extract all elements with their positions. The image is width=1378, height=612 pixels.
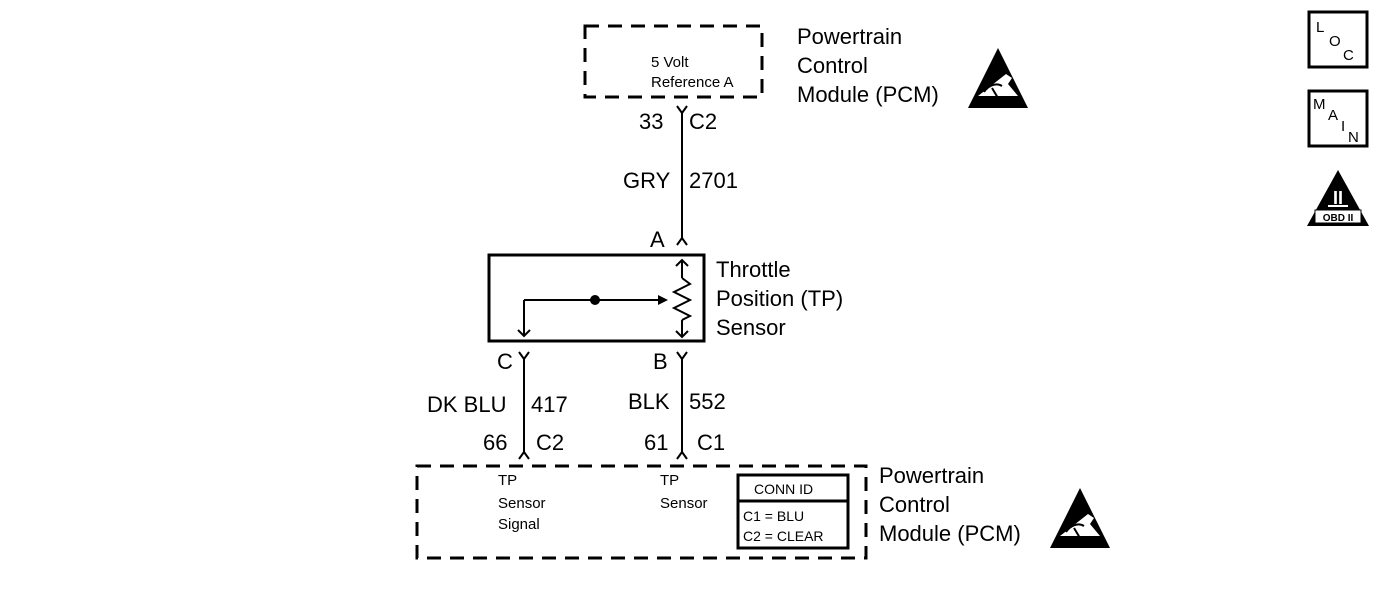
pcm-top-title-1: Powertrain [797, 24, 902, 49]
pcm-bottom-title-1: Powertrain [879, 463, 984, 488]
tp-pin-c: C [497, 349, 513, 374]
pcm-top-title-2: Control [797, 53, 868, 78]
signal-label-3: Signal [498, 516, 540, 533]
loc-letter-o: O [1329, 33, 1341, 50]
tp-pin-b: B [653, 349, 668, 374]
signal-label-2: Sensor [498, 495, 546, 512]
pcm-top-connector: C2 [689, 109, 717, 134]
pcm-bottom-title-2: Control [879, 492, 950, 517]
tp-title-3: Sensor [716, 315, 786, 340]
pcm-bottom: TP Sensor Signal TP Sensor CONN ID C1 = … [415, 463, 1021, 560]
connector-top: 33 C2 GRY 2701 A [623, 105, 738, 252]
ground-label-2: Sensor [660, 495, 708, 512]
conn-id-header: CONN ID [754, 481, 813, 497]
ground-label-1: TP [660, 472, 679, 489]
pcm-top-inner-label-1: 5 Volt [651, 54, 689, 71]
wire-ref-circuit: 2701 [689, 168, 738, 193]
tp-sensor: Throttle Position (TP) Sensor [487, 253, 843, 343]
obd-ii-icon[interactable]: II OBD II [1307, 170, 1369, 226]
main-letter-m: M [1313, 96, 1326, 113]
pcm-top: 5 Volt Reference A Powertrain Control Mo… [583, 24, 939, 107]
conn-id-c2: C2 = CLEAR [743, 528, 824, 544]
esd-warning-icon [968, 48, 1028, 108]
tp-title-1: Throttle [716, 257, 791, 282]
wire-signal-circuit: 417 [531, 392, 568, 417]
tp-title-2: Position (TP) [716, 286, 843, 311]
loc-icon[interactable]: L O C [1307, 10, 1369, 69]
main-letter-a: A [1328, 107, 1338, 124]
wire-signal-pin: 66 [483, 430, 507, 455]
obd-numeral: II [1333, 188, 1343, 208]
conn-id-table: CONN ID C1 = BLU C2 = CLEAR [736, 473, 850, 550]
pcm-top-box [583, 24, 764, 99]
wire-ground-color: BLK [628, 389, 670, 414]
loc-letter-l: L [1316, 19, 1324, 36]
tp-sensor-box [487, 253, 706, 343]
esd-warning-icon [1050, 488, 1110, 548]
obd-label: OBD II [1323, 213, 1354, 224]
pcm-top-title-3: Module (PCM) [797, 82, 939, 107]
pcm-top-pin: 33 [639, 109, 663, 134]
wire-signal: C DK BLU 417 66 C2 [427, 349, 568, 460]
wire-ground-circuit: 552 [689, 389, 726, 414]
wire-ground-pin: 61 [644, 430, 668, 455]
wire-signal-connector: C2 [536, 430, 564, 455]
wire-ground: B BLK 552 61 C1 [628, 349, 726, 460]
pcm-bottom-box [415, 464, 868, 560]
pcm-bottom-title-3: Module (PCM) [879, 521, 1021, 546]
loc-letter-c: C [1343, 47, 1354, 64]
signal-label-1: TP [498, 472, 517, 489]
pcm-top-inner-label-2: Reference A [651, 74, 734, 91]
main-icon[interactable]: M A I N [1307, 89, 1369, 148]
resistor-icon [671, 277, 693, 321]
wire-signal-color: DK BLU [427, 392, 506, 417]
wire-ref-color: GRY [623, 168, 671, 193]
main-letter-n: N [1348, 129, 1359, 146]
tp-pin-a: A [650, 227, 665, 252]
wire-ground-connector: C1 [697, 430, 725, 455]
conn-id-c1: C1 = BLU [743, 508, 804, 524]
main-letter-i: I [1341, 118, 1345, 135]
